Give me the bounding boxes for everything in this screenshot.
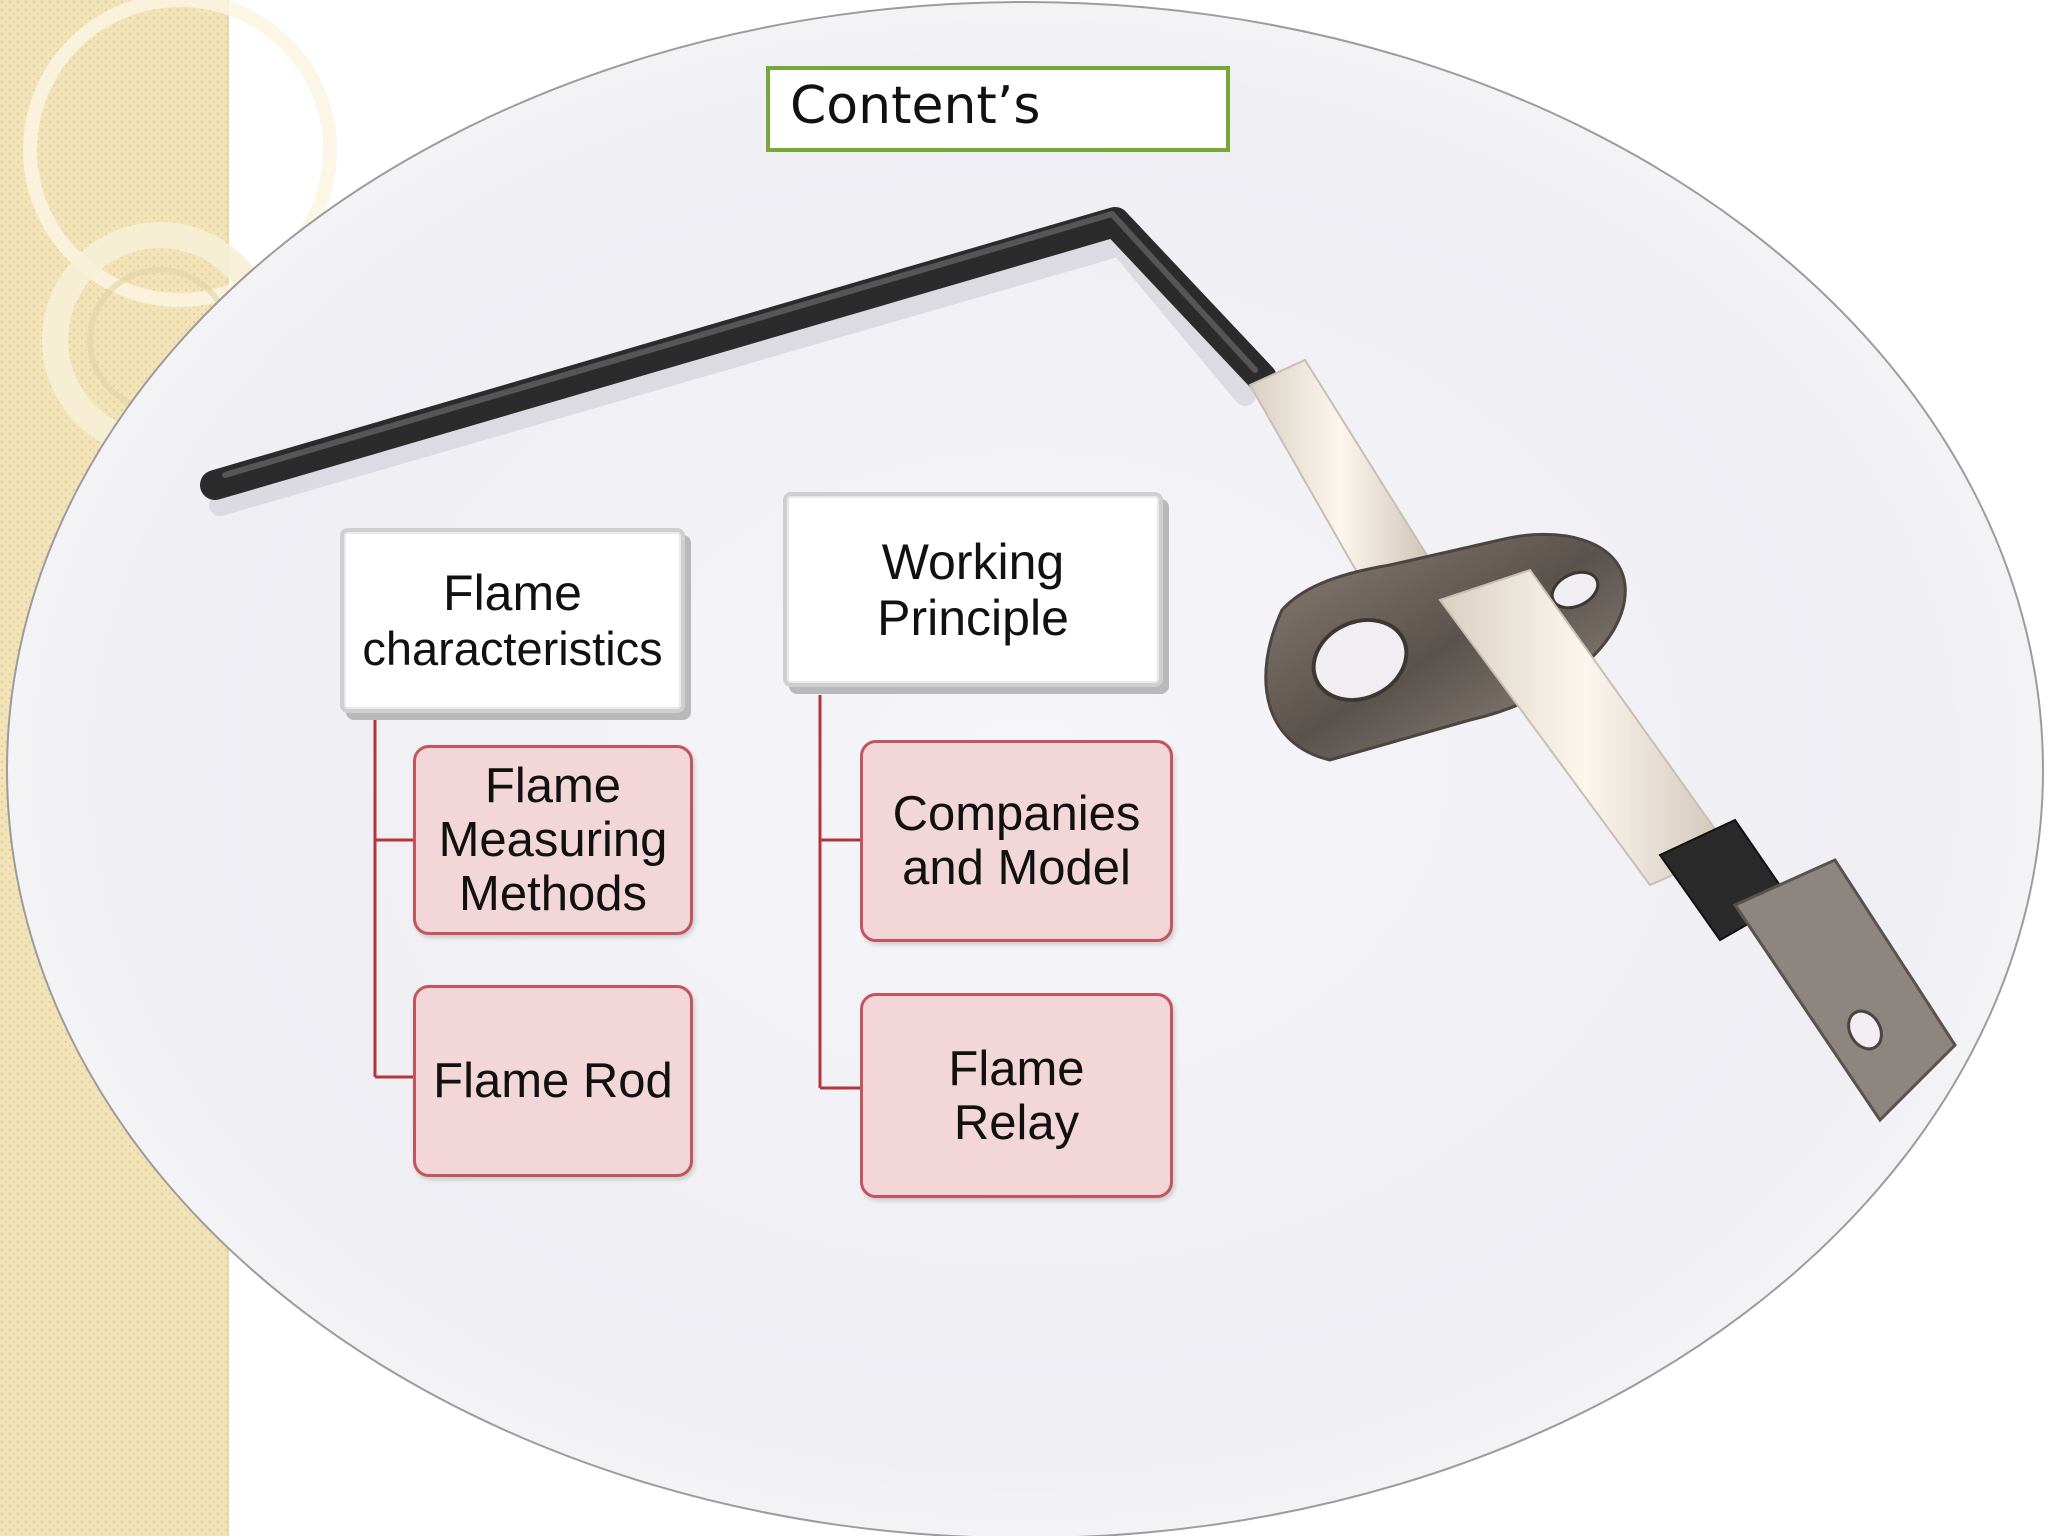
- node-label-line: Working: [881, 533, 1065, 590]
- node-label-line: Flame: [484, 759, 622, 813]
- node-label-line: Relay: [953, 1095, 1080, 1150]
- node-label-line: Flame: [443, 564, 582, 621]
- node-label-line: Companies: [892, 787, 1141, 841]
- node-flame-measuring-methods: Flame Measuring Methods: [413, 745, 693, 935]
- node-working-principle: Working Principle: [783, 492, 1163, 687]
- connectors: [373, 695, 862, 1090]
- title-box: Content’s: [766, 66, 1230, 152]
- node-flame-relay: Flame Relay: [860, 993, 1173, 1198]
- node-label-line: Methods: [459, 867, 647, 921]
- node-companies-and-model: Companies and Model: [860, 740, 1173, 942]
- node-label-line: Flame: [948, 1041, 1085, 1096]
- flame-sensor-rod-photo: [200, 207, 1957, 1123]
- node-label-line: Principle: [877, 589, 1069, 646]
- node-flame-rod: Flame Rod: [413, 985, 693, 1177]
- node-flame-characteristics: Flame characteristics: [340, 528, 685, 713]
- node-label-line: Flame Rod: [433, 1054, 673, 1108]
- slide-title: Content’s: [790, 76, 1041, 136]
- node-label-line: characteristics: [362, 621, 663, 675]
- node-label-line: Measuring: [438, 813, 668, 867]
- node-label-line: and Model: [902, 841, 1131, 895]
